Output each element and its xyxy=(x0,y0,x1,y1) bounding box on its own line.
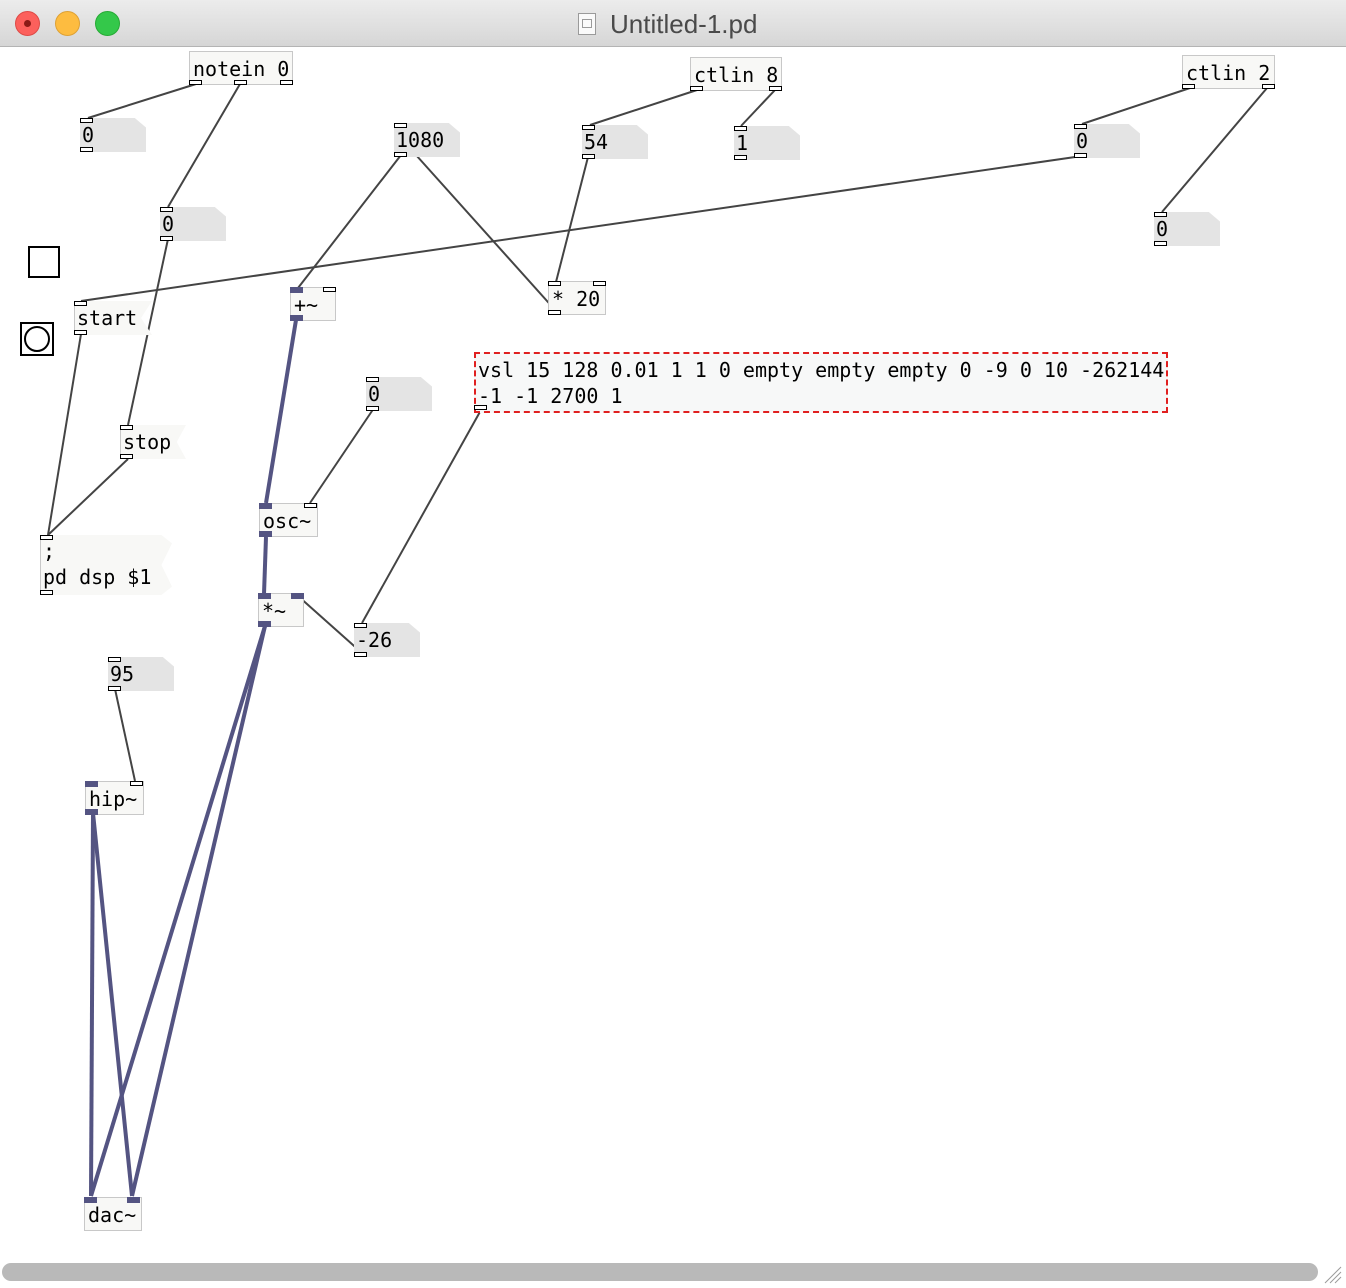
outlet[interactable] xyxy=(394,152,407,157)
signal-inlet[interactable] xyxy=(84,1197,97,1203)
signal-inlet[interactable] xyxy=(127,1197,140,1203)
resize-grip-icon[interactable] xyxy=(1322,1264,1342,1284)
ctlin-8-object[interactable]: ctlin 8 xyxy=(690,57,782,91)
inlet[interactable] xyxy=(40,535,53,540)
inlet[interactable] xyxy=(354,623,367,628)
inlet[interactable] xyxy=(160,207,173,212)
signal-inlet[interactable] xyxy=(85,781,98,787)
signal-inlet[interactable] xyxy=(291,593,304,599)
outlet[interactable] xyxy=(366,406,379,411)
outlet[interactable] xyxy=(1182,84,1195,89)
inlet[interactable] xyxy=(1074,124,1087,129)
ctlin-2-object[interactable]: ctlin 2 xyxy=(1182,55,1275,89)
horizontal-scrollbar[interactable] xyxy=(2,1263,1318,1281)
outlet[interactable] xyxy=(80,147,93,152)
hip-cutoff-number[interactable]: 95 xyxy=(108,657,174,691)
outlet[interactable] xyxy=(74,330,87,335)
inlet[interactable] xyxy=(130,781,143,786)
inlet[interactable] xyxy=(304,503,317,508)
dsp-message[interactable]: ; pd dsp $1 xyxy=(40,535,172,595)
inlet[interactable] xyxy=(323,287,336,292)
ctlin-8-channel-number[interactable]: 1 xyxy=(734,126,800,160)
outlet[interactable] xyxy=(548,310,561,315)
inlet[interactable] xyxy=(366,377,379,382)
outlet[interactable] xyxy=(1074,153,1087,158)
signal-outlet[interactable] xyxy=(85,809,98,815)
outlet[interactable] xyxy=(234,80,247,85)
signal-outlet[interactable] xyxy=(259,531,272,537)
zoom-button[interactable] xyxy=(95,11,120,36)
multiply-20-object[interactable]: * 20 xyxy=(548,281,606,315)
bang-control[interactable] xyxy=(20,322,54,356)
toggle-control[interactable] xyxy=(28,246,60,278)
title-bar: Untitled-1.pd xyxy=(0,0,1346,47)
outlet[interactable] xyxy=(160,236,173,241)
outlet[interactable] xyxy=(120,454,133,459)
dsp-message-line-1: ; xyxy=(43,539,56,563)
signal-outlet[interactable] xyxy=(258,621,271,627)
outlet[interactable] xyxy=(582,154,595,159)
inlet[interactable] xyxy=(74,301,87,306)
dsp-message-line-2: pd dsp $1 xyxy=(43,565,152,589)
inlet[interactable] xyxy=(548,281,561,286)
start-message[interactable]: start xyxy=(74,301,152,335)
outlet[interactable] xyxy=(280,80,293,85)
inlet[interactable] xyxy=(108,657,121,662)
outlet[interactable] xyxy=(108,686,121,691)
ctlin-8-value-number[interactable]: 54 xyxy=(582,125,648,159)
editing-object-text[interactable]: vsl 15 128 0.01 1 1 0 empty empty empty … xyxy=(474,352,1168,413)
signal-inlet[interactable] xyxy=(259,503,272,509)
inlet[interactable] xyxy=(80,118,93,123)
minimize-button[interactable] xyxy=(55,11,80,36)
window-title: Untitled-1.pd xyxy=(610,9,758,39)
inlet[interactable] xyxy=(394,123,407,128)
outlet[interactable] xyxy=(1262,84,1275,89)
note-pitch-number[interactable]: 0 xyxy=(80,118,146,152)
inlet[interactable] xyxy=(582,125,595,130)
outlet[interactable] xyxy=(734,155,747,160)
inlet[interactable] xyxy=(1154,212,1167,217)
inlet[interactable] xyxy=(734,126,747,131)
outlet[interactable] xyxy=(40,590,53,595)
osc-phase-number[interactable]: 0 xyxy=(366,377,432,411)
signal-inlet[interactable] xyxy=(258,593,271,599)
ctlin-2-channel-number[interactable]: 0 xyxy=(1154,212,1220,246)
outlet[interactable] xyxy=(1154,241,1167,246)
ctlin-2-value-number[interactable]: 0 xyxy=(1074,124,1140,158)
inlet[interactable] xyxy=(593,281,606,286)
outlet[interactable] xyxy=(769,86,782,91)
outlet[interactable] xyxy=(474,405,487,410)
outlet[interactable] xyxy=(690,86,703,91)
document-icon xyxy=(578,13,596,35)
outlet[interactable] xyxy=(189,80,202,85)
note-velocity-number[interactable]: 0 xyxy=(160,207,226,241)
inlet[interactable] xyxy=(120,425,133,430)
notein-object[interactable]: notein 0 xyxy=(189,51,293,85)
frequency-number[interactable]: 1080 xyxy=(394,123,460,157)
gain-number[interactable]: -26 xyxy=(354,623,420,657)
close-button[interactable] xyxy=(15,11,40,36)
signal-outlet[interactable] xyxy=(290,315,303,321)
stop-message[interactable]: stop xyxy=(120,425,186,459)
outlet[interactable] xyxy=(354,652,367,657)
signal-inlet[interactable] xyxy=(290,287,303,293)
